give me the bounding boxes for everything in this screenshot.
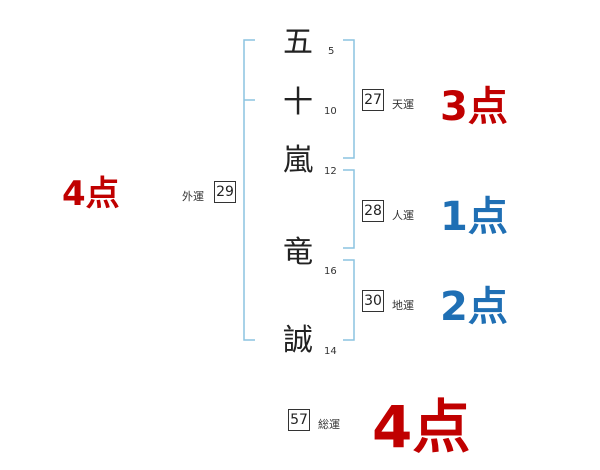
tenun-value: 27 (362, 89, 384, 111)
name-char-2: 十 (283, 85, 313, 120)
chiun-value: 30 (362, 290, 384, 312)
stroke-count-4: 16 (324, 266, 337, 277)
name-char-5: 誠 (283, 323, 313, 358)
stroke-count-1: 5 (328, 46, 335, 57)
jinun-label: 人運 (392, 209, 414, 222)
stroke-count-2: 10 (324, 106, 337, 117)
tenun-bracket (343, 39, 355, 159)
tenun-label: 天運 (392, 98, 414, 111)
souun-value: 57 (288, 409, 310, 431)
name-char-4: 竜 (283, 235, 313, 270)
chiun-score: 2点 (440, 284, 508, 330)
souun-score: 4点 (372, 393, 471, 461)
gaiun-label: 外運 (182, 190, 204, 203)
tenun-score: 3点 (440, 84, 508, 130)
jinun-score: 1点 (440, 194, 508, 240)
outer-bracket (243, 39, 255, 341)
stroke-count-5: 14 (324, 346, 337, 357)
chiun-bracket (343, 259, 355, 341)
name-char-1: 五 (283, 25, 313, 60)
jinun-value: 28 (362, 200, 384, 222)
stroke-count-3: 12 (324, 166, 337, 177)
name-char-3: 嵐 (283, 143, 313, 178)
chiun-label: 地運 (392, 299, 414, 312)
gaiun-value: 29 (214, 181, 236, 203)
jinun-bracket (343, 169, 355, 249)
gaiun-score: 4点 (62, 174, 120, 214)
souun-label: 総運 (318, 418, 340, 431)
